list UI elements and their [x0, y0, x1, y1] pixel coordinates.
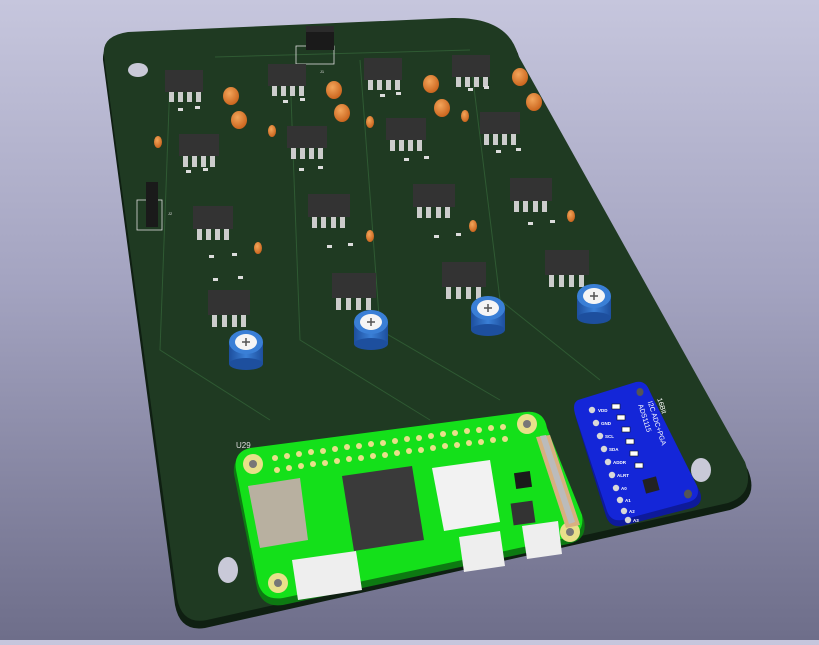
resistors [178, 86, 555, 281]
svg-text:VDD: VDD [598, 408, 608, 413]
connector-j2: J2 [136, 182, 173, 231]
svg-text:16Bit: 16Bit [655, 397, 667, 414]
svg-text:SDA: SDA [609, 447, 619, 452]
svg-text:SCL: SCL [605, 434, 614, 439]
svg-text:ALRT: ALRT [617, 473, 629, 478]
ads1115-breakout: VDD GND SCL SDA ADDR ALRT A0 A1 A2 A3 16… [574, 381, 701, 527]
rpi-ref-label: U29 [236, 441, 251, 450]
trimmer-pots [229, 284, 611, 370]
connector-j1: J1 [295, 26, 335, 74]
svg-text:GND: GND [601, 421, 612, 426]
svg-text:J1: J1 [320, 69, 325, 74]
svg-text:J2: J2 [168, 211, 173, 216]
opamp-chips [165, 55, 589, 327]
svg-text:A0: A0 [621, 486, 627, 491]
svg-text:A2: A2 [629, 509, 635, 514]
capacitors [154, 68, 575, 254]
svg-text:A1: A1 [625, 498, 631, 503]
svg-text:ADDR: ADDR [613, 460, 627, 465]
raspberry-pi-zero: U29 [233, 411, 585, 606]
svg-text:A3: A3 [633, 518, 639, 523]
